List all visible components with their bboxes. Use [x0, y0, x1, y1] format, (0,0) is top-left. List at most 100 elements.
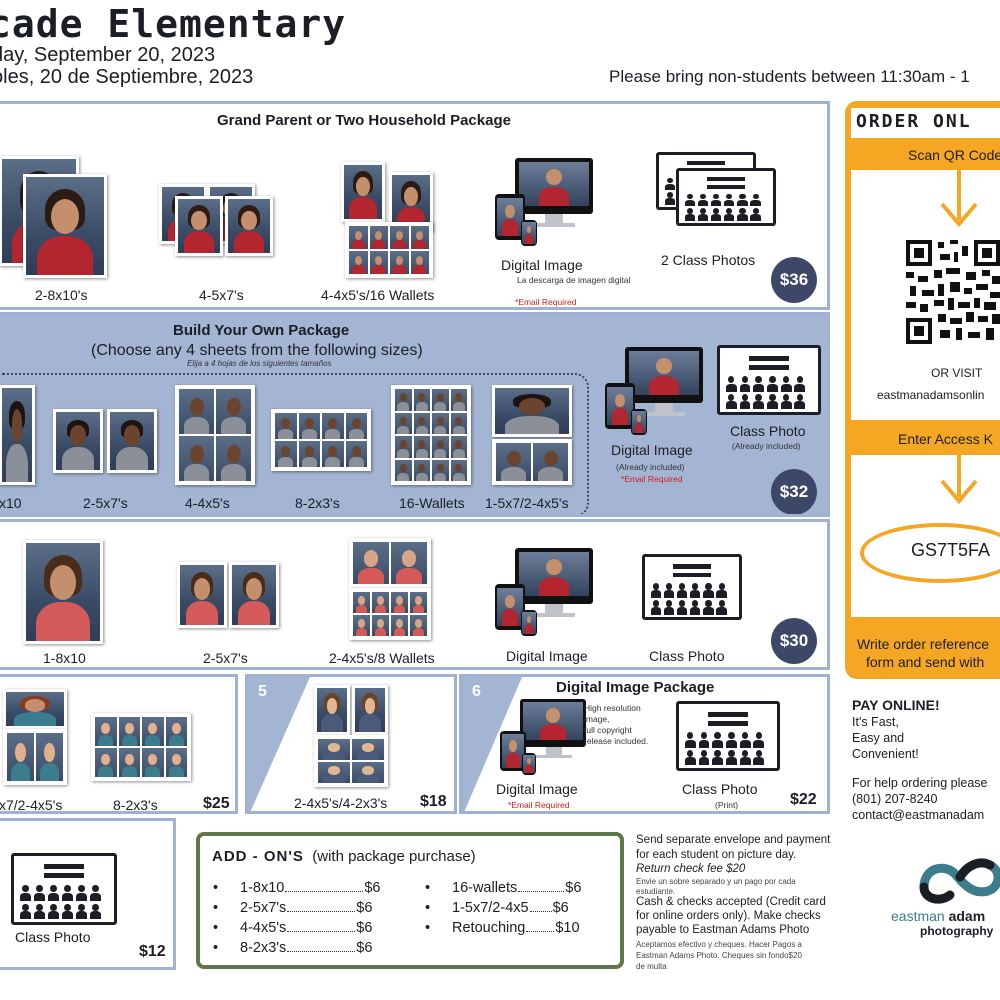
package-2-digital-label: Digital Image: [611, 442, 693, 458]
photo-5x7: [53, 409, 103, 473]
package-3-caption-4: Digital Image: [506, 648, 588, 664]
addon-item: •8-2x3's$6: [213, 940, 373, 956]
addon-name: 1-5x7/2-4x5: [452, 900, 529, 916]
package-6-class-note: (Print): [715, 800, 739, 810]
package-2-caption-3: 4-4x5's: [185, 495, 230, 511]
package-6-number: 6: [472, 683, 481, 700]
wallet-sheet: [345, 222, 433, 278]
payment-spanish-3: Aceptamos efectivo y cheques. Hacer Pago…: [636, 940, 802, 949]
package-5-price: $18: [420, 793, 447, 810]
help-email[interactable]: contact@eastmanadam: [852, 808, 985, 822]
package-5-caption: 2-4x5's/4-2x3's: [294, 795, 388, 811]
package-3-panel: 1-8x10 2-5x7's 2-4x5's/8 Wallets Digital…: [0, 519, 830, 670]
package-2-price-badge: $32: [771, 469, 817, 514]
help-ordering-text: For help ordering please: [852, 776, 988, 790]
package-2-caption-4: 8-2x3's: [295, 495, 340, 511]
4x5-sheet: [349, 538, 431, 588]
arrow-down-icon: [940, 170, 978, 228]
package-2-subtitle: (Choose any 4 sheets from the following …: [91, 342, 423, 359]
email-required-note: *Email Required: [621, 474, 683, 484]
addon-price: $10: [555, 920, 580, 936]
addon-item: •16-wallets$6: [425, 880, 582, 896]
class-photo-icon: [676, 701, 780, 771]
package-2-caption-2: 2-5x7's: [83, 495, 128, 511]
addon-item: •1-8x10$6: [213, 880, 381, 896]
package-6-class-label: Class Photo: [682, 781, 758, 797]
date-english: day, September 20, 2023: [0, 44, 216, 66]
payment-line-4: Cash & checks accepted (Credit card: [636, 896, 826, 908]
access-key-label: Enter Access K: [898, 431, 993, 447]
addon-name: 2-5x7's: [240, 900, 287, 916]
order-online-title: ORDER ONL: [856, 111, 972, 132]
digital-image-icon: [498, 699, 588, 779]
or-visit-label: OR VISIT: [931, 366, 983, 380]
addon-name: Retouching: [452, 920, 526, 936]
package-6-note-3: full copyright: [584, 725, 632, 735]
class-photo-icon: [11, 853, 117, 925]
digital-image-icon: [603, 347, 703, 437]
photo-8x10: [23, 174, 107, 278]
photo-4x5: [314, 685, 350, 735]
package-5-number: 5: [258, 683, 267, 700]
payment-spanish-1: Envie un sobre separado y un pago por ca…: [636, 877, 796, 886]
payment-line-5: for online orders only). Make checks: [636, 910, 821, 922]
photo-4x5-sheet: [341, 162, 385, 222]
digital-image-icon: [493, 548, 593, 638]
pay-online-title: PAY ONLINE!: [852, 697, 940, 713]
photo-5x7: [107, 409, 157, 473]
2x3-sheet: [314, 735, 388, 787]
scan-qr-label: Scan QR Code: [908, 147, 1000, 163]
package-7-caption: Class Photo: [15, 929, 91, 945]
non-student-note: Please bring non-students between 11:30a…: [609, 67, 970, 86]
logo-name-part-2: adam: [944, 908, 986, 924]
eastman-adams-logo-icon: [919, 858, 1000, 904]
access-code-oval: [860, 523, 1000, 583]
digital-note-spanish: La descarga de imagen digital: [517, 275, 631, 285]
digital-image-icon: [493, 158, 593, 248]
date-spanish: oles, 20 de Septiembre, 2023: [0, 66, 254, 88]
photo-5x7: [175, 196, 223, 256]
logo-wordmark: eastman adam: [891, 908, 985, 924]
addons-title-rest: (with package purchase): [312, 848, 476, 865]
package-3-caption-1: 1-8x10: [43, 650, 86, 666]
arrow-down-icon: [940, 455, 978, 505]
package-1-caption-5: 2 Class Photos: [661, 252, 756, 268]
package-6-panel: 6 Digital Image Package High resolution …: [459, 674, 830, 814]
payment-line-3: Return check fee $20: [636, 863, 746, 875]
package-1-price-badge: $36: [771, 257, 817, 303]
package-7-price: $12: [139, 943, 166, 960]
addon-price: $6: [565, 880, 582, 896]
order-website-link[interactable]: eastmanadamsonlin: [877, 388, 985, 402]
package-4-price: $25: [203, 795, 230, 812]
photo-5x7: [177, 562, 227, 628]
package-5-corner: [248, 677, 310, 811]
package-6-title: Digital Image Package: [556, 679, 715, 696]
package-3-price-badge: $30: [771, 618, 817, 664]
digital-included-note: (Already included): [616, 462, 685, 472]
payment-spanish-2: estudiante.: [636, 887, 676, 896]
package-6-digital-label: Digital Image: [496, 781, 578, 797]
help-phone[interactable]: (801) 207-8240: [852, 792, 938, 806]
school-title: cade Elementary: [0, 2, 347, 46]
write-order-note-1: Write order reference: [857, 636, 990, 652]
qr-code-icon[interactable]: [906, 240, 1000, 344]
addon-price: $6: [356, 920, 373, 936]
addon-item: •4-4x5's$6: [213, 920, 373, 936]
order-online-title-box: [851, 108, 1000, 138]
package-2-subtitle-spanish: Elija a 4 hojas de los siguientes tamaño…: [187, 359, 332, 368]
addon-item: •2-5x7's$6: [213, 900, 373, 916]
2x3-sheet: [91, 713, 191, 781]
package-6-price: $22: [790, 791, 817, 808]
package-1-caption-3: 4-4x5's/16 Wallets: [321, 287, 435, 303]
addon-price: $6: [364, 880, 381, 896]
pay-online-line-1: It's Fast,: [852, 715, 899, 729]
addon-name: 4-4x5's: [240, 920, 287, 936]
wallet-sheet: [391, 385, 471, 485]
pay-online-line-2: Easy and: [852, 731, 905, 745]
package-1-panel: Grand Parent or Two Household Package 2-…: [0, 101, 830, 310]
package-4-caption-1: x7/2-4x5's: [0, 797, 63, 813]
addons-box: [196, 832, 624, 969]
addon-item: •1-5x7/2-4x5$6: [425, 900, 569, 916]
photo-5x7: [229, 562, 279, 628]
package-2-class-label: Class Photo: [730, 423, 806, 439]
